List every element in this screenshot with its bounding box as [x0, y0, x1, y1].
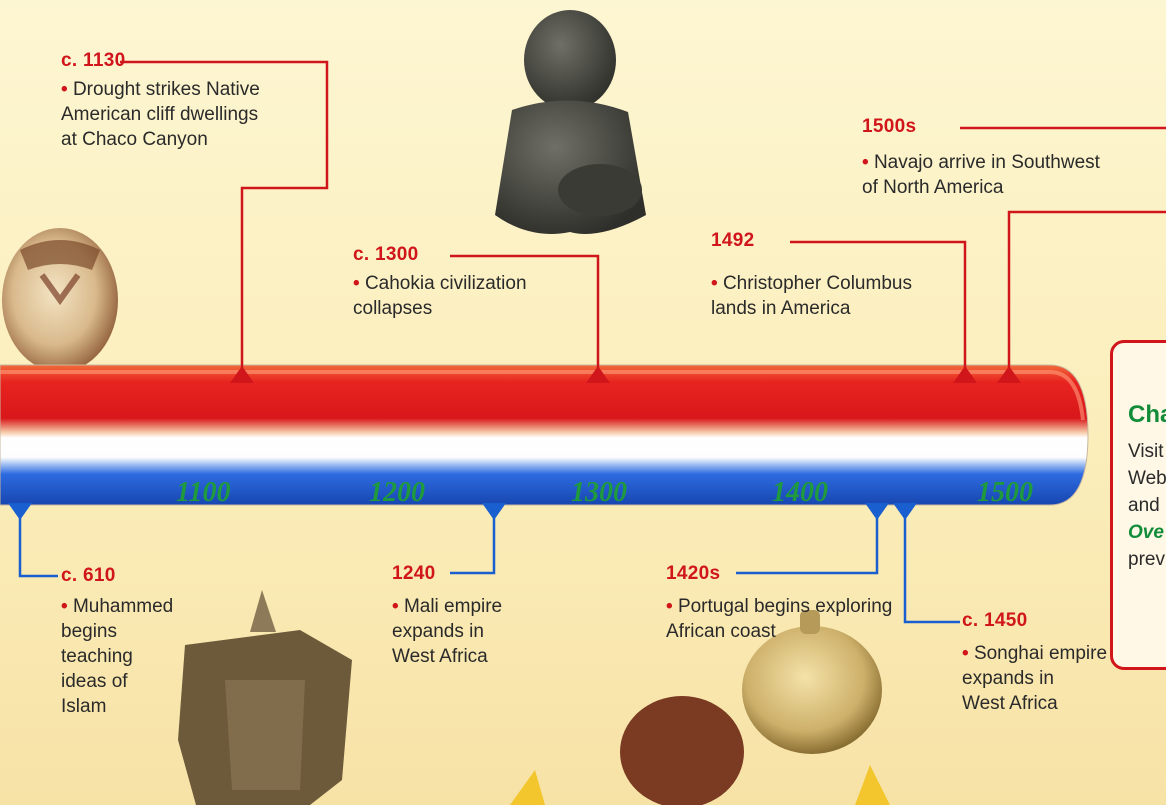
pottery-image — [2, 228, 118, 372]
event-desc-c1300: • Cahokia civilization collapses — [353, 271, 527, 321]
side-panel-line: Ove — [1128, 522, 1164, 544]
bullet-icon: • — [392, 596, 404, 617]
event-text-c610: Muhammed begins teaching ideas of Islam — [61, 596, 173, 717]
bullet-icon: • — [666, 596, 678, 617]
event-text-1420s: Portugal begins exploring African coast — [666, 596, 892, 642]
event-desc-c1130: • Drought strikes Native American cliff … — [61, 77, 260, 152]
event-year-c610: c. 610 — [61, 565, 116, 587]
axis-label-1400: 1400 — [772, 477, 828, 509]
side-panel-line: prev — [1128, 549, 1165, 571]
event-year-1500s: 1500s — [862, 116, 916, 138]
event-year-c1450: c. 1450 — [962, 610, 1028, 632]
event-text-1500s: Navajo arrive in Southwest of North Amer… — [862, 152, 1100, 198]
bullet-icon: • — [862, 152, 874, 173]
axis-label-1300: 1300 — [571, 477, 627, 509]
side-panel-line: and — [1128, 495, 1160, 517]
bullet-icon: • — [711, 273, 723, 294]
event-text-c1130: Drought strikes Native American cliff dw… — [61, 79, 260, 150]
event-year-c1130: c. 1130 — [61, 50, 125, 72]
bronze-plaque-image — [178, 590, 352, 805]
side-panel-title: Cha — [1128, 401, 1166, 429]
event-text-1492: Christopher Columbus lands in America — [711, 273, 912, 319]
event-desc-c610: • Muhammed begins teaching ideas of Isla… — [61, 594, 173, 719]
event-text-1240: Mali empire expands in West Africa — [392, 596, 502, 667]
event-year-c1300: c. 1300 — [353, 244, 419, 266]
stone-figure-image — [495, 10, 646, 234]
axis-label-1500: 1500 — [977, 477, 1033, 509]
event-year-1492: 1492 — [711, 230, 754, 252]
bullet-icon: • — [353, 273, 365, 294]
event-desc-1240: • Mali empire expands in West Africa — [392, 594, 502, 669]
event-year-1420s: 1420s — [666, 563, 720, 585]
axis-label-1200: 1200 — [369, 477, 425, 509]
axis-label-1100: 1100 — [176, 477, 230, 509]
bullet-icon: • — [61, 596, 73, 617]
event-desc-1420s: • Portugal begins exploring African coas… — [666, 594, 892, 644]
event-desc-1492: • Christopher Columbus lands in America — [711, 271, 912, 321]
bullet-icon: • — [61, 79, 73, 100]
event-text-c1450: Songhai empire expands in West Africa — [962, 643, 1107, 714]
event-desc-c1450: • Songhai empire expands in West Africa — [962, 641, 1107, 716]
side-panel-line: Web — [1128, 468, 1166, 490]
side-panel-line: Visit — [1128, 441, 1164, 463]
event-desc-1500s: • Navajo arrive in Southwest of North Am… — [862, 150, 1100, 200]
bullet-icon: • — [962, 643, 974, 664]
event-text-c1300: Cahokia civilization collapses — [353, 273, 527, 319]
event-year-1240: 1240 — [392, 563, 435, 585]
